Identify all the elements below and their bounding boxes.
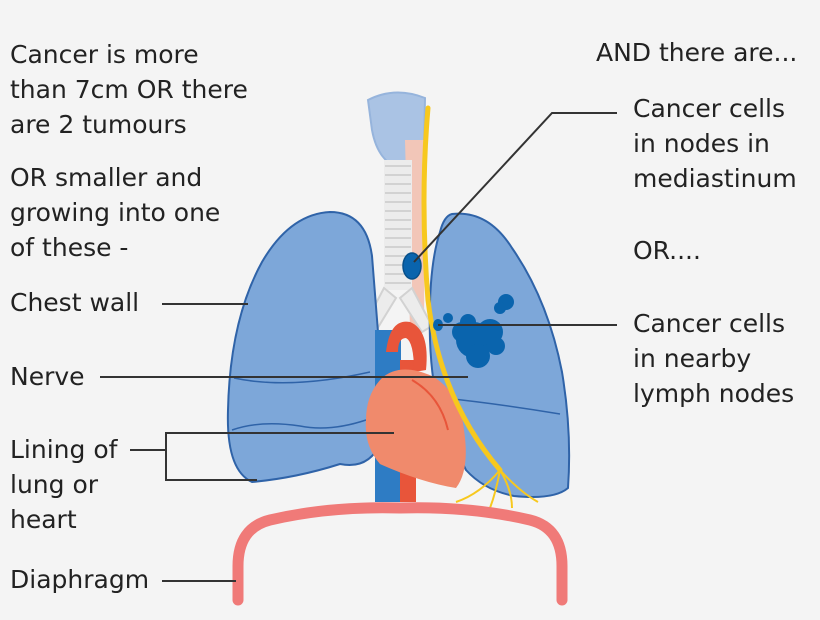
- diaphragm: [232, 502, 568, 606]
- nerve-branches: [455, 469, 539, 509]
- right-lung-fissure-2: [231, 419, 367, 431]
- intro-text: Cancer is more than 7cm OR there are 2 t…: [10, 40, 248, 139]
- phrenic-nerve: [421, 105, 503, 473]
- lining-label: Lining of lung or heart: [10, 435, 118, 534]
- nearby-nodes-text: Cancer cells in nearby lymph nodes: [633, 309, 795, 408]
- aortic-arch: [386, 321, 427, 372]
- chest-wall-label: Chest wall: [10, 288, 140, 317]
- heart: [365, 369, 466, 488]
- leader-mediastinum: [413, 112, 617, 263]
- heart-vessel: [411, 379, 449, 431]
- mediastinum-text: Cancer cells in nodes in mediastinum: [633, 94, 797, 193]
- left-lung: [428, 212, 571, 498]
- diaphragm-label: Diaphragm: [10, 565, 150, 594]
- and-there-are-text: AND there are...: [596, 38, 798, 67]
- or-smaller-text: OR smaller and growing into one of these…: [10, 163, 221, 262]
- or-text: OR....: [633, 236, 701, 265]
- right-lung-fissure-1: [233, 371, 371, 384]
- nerve-label: Nerve: [10, 362, 85, 391]
- leader-lines: [100, 112, 617, 582]
- leader-lining-bracket: [165, 432, 257, 481]
